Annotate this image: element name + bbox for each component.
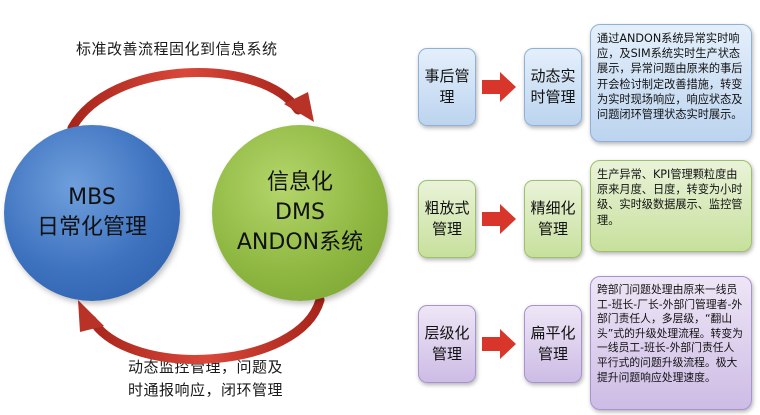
row3-to-line-1: 扁平化 — [530, 324, 576, 342]
row3-arrow — [482, 329, 516, 359]
andon-circle-line-3: ANDON系统 — [236, 230, 364, 255]
row2-to-line-2: 管理 — [537, 220, 568, 238]
row3-to-box: 扁平化 管理 — [524, 305, 582, 383]
row3-from-line-2: 管理 — [431, 345, 462, 363]
row1-from-line-1: 事后管 — [424, 67, 470, 85]
row2-description: 生产异常、KPI管理颗粒度由原来月度、日度，转变为小时级、实时级数据展示、监控管… — [590, 160, 752, 252]
mbs-circle-line-1: MBS — [68, 185, 116, 210]
andon-circle-line-1: 信息化 — [266, 170, 333, 195]
row1-arrow — [482, 72, 516, 102]
row3-to-line-2: 管理 — [537, 345, 568, 363]
row1-description: 通过ANDON系统异常实时响应，及SIM系统实时生产状态展示，异常问题由原来的事… — [590, 24, 752, 142]
bottom-caption-line-2: 时通报响应，闭环管理 — [128, 381, 284, 399]
row3-description: 跨部门问题处理由原来一线员工-班长-厂长-外部门管理者-外部门责任人，多层级，“… — [590, 276, 752, 410]
top-cycle-arrow — [67, 67, 303, 133]
row3-from-box: 层级化 管理 — [418, 305, 476, 383]
row3-from-line-1: 层级化 — [424, 324, 470, 342]
row1-to-box: 动态实 时管理 — [524, 48, 582, 126]
row1-to-line-1: 动态实 — [530, 67, 576, 85]
row2-to-line-1: 精细化 — [530, 199, 576, 217]
bottom-cycle-arrow — [87, 295, 325, 364]
mbs-circle: MBS 日常化管理 — [4, 125, 180, 301]
row1-to-line-2: 时管理 — [530, 88, 576, 106]
cycle-arrows — [67, 67, 325, 364]
row2-from-box: 粗放式 管理 — [418, 180, 476, 258]
mbs-circle-line-2: 日常化管理 — [36, 215, 147, 240]
bottom-caption-line-1: 动态监控管理，问题及 — [128, 358, 284, 376]
row2-from-line-1: 粗放式 — [424, 199, 470, 217]
row1-from-box: 事后管 理 — [418, 48, 476, 126]
bottom-cycle-arrowhead — [78, 300, 104, 332]
row2-to-box: 精细化 管理 — [524, 180, 582, 258]
row2-arrow — [482, 204, 516, 234]
bottom-caption: 动态监控管理，问题及 时通报响应，闭环管理 — [128, 356, 283, 402]
top-caption: 标准改善流程固化到信息系统 — [76, 40, 278, 58]
top-cycle-arrowhead — [284, 92, 314, 122]
andon-circle-line-2: DMS — [275, 200, 325, 225]
row1-from-line-2: 理 — [439, 88, 455, 106]
row2-from-line-2: 管理 — [431, 220, 462, 238]
andon-circle: 信息化 DMS ANDON系统 — [212, 125, 388, 301]
